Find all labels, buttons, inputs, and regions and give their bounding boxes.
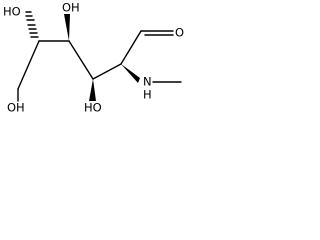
amine-n-label: N [143,75,152,89]
c5-hydroxyl: HO [3,5,39,38]
c6-oh-label: OH [7,101,25,115]
wedge-c2-n [121,64,140,83]
bond-c4-c3 [68,40,94,80]
c4-oh-label: OH [62,1,80,15]
methylamino-group: N H [121,64,182,102]
aldehyde-oxygen-label: O [175,26,184,40]
aldehyde-group: O [140,26,184,40]
c4-hydroxyl: OH [62,1,80,41]
molecule-structure-diagram: O HO OH OH HO N H [3,1,184,115]
bond-c2-c1 [120,30,142,65]
bond-c6-c5 [17,40,40,90]
wedge-c4-oh [64,14,70,41]
c6-hydroxyl: OH [7,88,25,115]
amine-h-label: H [143,88,152,102]
c5-oh-label: HO [3,5,21,19]
carbon-chain [17,30,142,90]
c3-hydroxyl: HO [84,79,102,115]
wedge-c3-oh [89,79,96,101]
bond-c3-c2 [92,63,122,80]
c3-oh-label: HO [84,101,102,115]
